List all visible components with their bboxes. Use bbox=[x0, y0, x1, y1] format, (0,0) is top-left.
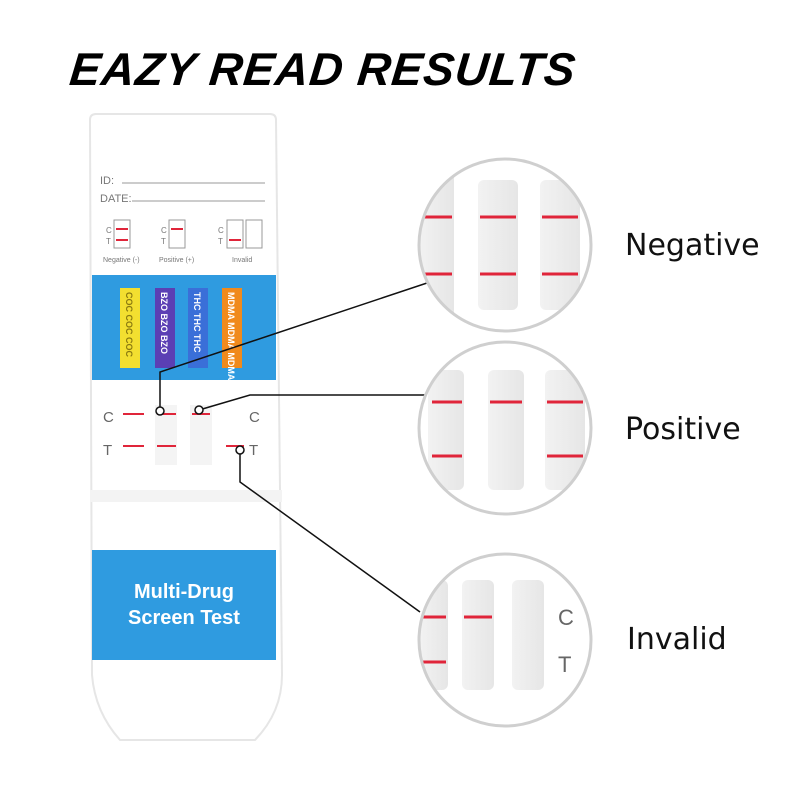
legend-c-2: C bbox=[161, 226, 167, 235]
drug-strips: COC COC COC BZO BZO BZO THC THC THC MDMA… bbox=[120, 288, 242, 381]
zoom-positive bbox=[417, 340, 593, 516]
window-t-right: T bbox=[249, 442, 258, 459]
result-window: C T C T bbox=[103, 405, 260, 465]
legend-c: C bbox=[106, 226, 112, 235]
legend-c-3: C bbox=[218, 226, 224, 235]
legend-positive: Positive (+) bbox=[159, 257, 194, 264]
window-c-left: C bbox=[103, 409, 114, 426]
test-card: ID: DATE: C T Negative (-) C T Positive … bbox=[88, 113, 284, 741]
pointer-dot-positive bbox=[194, 405, 204, 415]
strip-coc bbox=[120, 288, 140, 368]
result-legend: C T Negative (-) C T Positive (+) C T In… bbox=[103, 219, 263, 264]
legend-t-3: T bbox=[218, 237, 223, 246]
strip-mdma-label: MDMA MDMA MDMA bbox=[226, 292, 236, 381]
strip-mdma bbox=[222, 288, 242, 368]
connectors bbox=[159, 281, 431, 613]
window-c-right: C bbox=[249, 409, 260, 426]
window-t-left: T bbox=[103, 442, 112, 459]
pointer-dot-negative bbox=[155, 406, 165, 416]
strip-bzo-label: BZO BZO BZO bbox=[159, 292, 169, 354]
zoom-invalid: C T bbox=[417, 552, 593, 728]
zoom-invalid-t: T bbox=[558, 652, 571, 677]
legend-negative: Negative (-) bbox=[103, 257, 140, 264]
product-panel bbox=[92, 550, 276, 660]
zoom-negative bbox=[417, 157, 593, 333]
strip-thc bbox=[188, 288, 208, 368]
product-line-2: Screen Test bbox=[128, 607, 240, 629]
strip-coc-label: COC COC COC bbox=[124, 292, 134, 358]
legend-t: T bbox=[106, 237, 111, 246]
strip-thc-label: THC THC THC bbox=[192, 292, 202, 353]
pointer-dot-invalid bbox=[235, 445, 245, 455]
product-line-1: Multi-Drug bbox=[134, 581, 234, 603]
positive-label: Positive bbox=[625, 412, 741, 447]
invalid-label: Invalid bbox=[627, 622, 727, 657]
zoom-invalid-c: C bbox=[558, 605, 574, 630]
legend-t-2: T bbox=[161, 237, 166, 246]
id-label: ID: bbox=[100, 175, 114, 187]
legend-invalid: Invalid bbox=[232, 257, 252, 264]
negative-label: Negative bbox=[625, 228, 760, 263]
strip-bzo bbox=[155, 288, 175, 368]
date-label: DATE: bbox=[100, 193, 132, 205]
